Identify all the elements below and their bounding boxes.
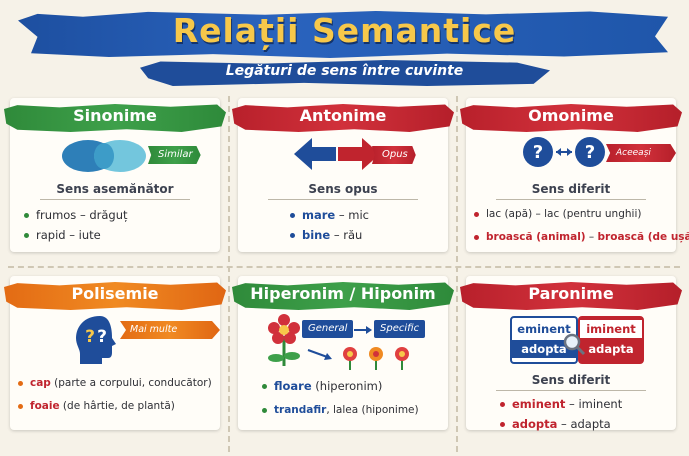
list-item: frumos – drăguț	[24, 208, 220, 222]
card-title: Sinonime	[73, 106, 157, 125]
meaning-label: Sens opus	[308, 182, 378, 196]
same-form-tag: Aceeași formă	[606, 144, 676, 162]
general-tag: General	[302, 320, 354, 338]
card-antonime: Antonime Opus Sens opus mare – mic bine …	[232, 98, 454, 252]
row-divider	[8, 266, 680, 268]
list-item: floare (hiperonim)	[262, 379, 458, 393]
card-title: Polisemie	[71, 284, 159, 303]
card-title: Antonime	[299, 106, 387, 125]
title-banner: Relații Semantice Legături de sens între…	[0, 0, 689, 92]
svg-text:?: ?	[97, 327, 107, 347]
meaning-label: Sens diferit	[531, 373, 611, 387]
separator-line	[496, 390, 646, 391]
paronym-box-right: iminent adapta	[578, 316, 644, 364]
bullet-icon	[290, 233, 295, 238]
bullet-icon	[500, 402, 505, 407]
list-item: rapid – iute	[24, 228, 220, 242]
list-item: foaie (de hârtie, de plantă)	[18, 400, 214, 412]
list-item: adopta – adapta	[500, 417, 689, 431]
list-item: trandafir, lalea (hiponime)	[262, 404, 458, 416]
svg-text:?: ?	[533, 142, 543, 163]
card-header-brush	[232, 104, 454, 132]
list-item: broască (animal) – broască (de ușă)	[474, 231, 689, 243]
list-item: bine – rău	[290, 228, 486, 242]
flowers-icon	[268, 314, 409, 370]
bullet-icon	[262, 384, 267, 389]
card-paronime: Paronime eminent adopta iminent adapta S…	[460, 276, 682, 431]
question-marks-icon: ? ?	[523, 137, 605, 167]
separator-line	[268, 199, 418, 200]
svg-text:?: ?	[85, 327, 95, 347]
meaning-label: Sens diferit	[531, 182, 611, 196]
bullet-icon	[290, 213, 295, 218]
card-hiperonim-hiponim: Hiperonim / Hiponim General	[232, 276, 454, 430]
card-polisemie: Polisemie ? ? Mai multe sensuri cap (par…	[4, 276, 226, 430]
list-item: eminent – iminent	[500, 397, 689, 411]
bullet-icon	[474, 234, 479, 240]
magnifier-icon	[563, 333, 586, 356]
svg-text:?: ?	[585, 142, 595, 163]
title-brush-stroke	[18, 10, 668, 58]
card-sinonime: Sinonime Similar Sens asemănător frumos …	[4, 98, 226, 252]
card-title: Paronime	[528, 284, 614, 303]
card-header-brush	[4, 282, 226, 310]
card-title: Hiperonim / Hiponim	[250, 284, 436, 303]
separator-line	[40, 199, 190, 200]
card-title: Omonime	[528, 106, 614, 125]
similar-tag: Similar	[148, 146, 201, 164]
bullet-icon	[24, 213, 29, 218]
card-header-brush	[460, 282, 682, 310]
card-omonime: Omonime ? ? Aceeași formă Sens diferit l…	[460, 98, 689, 252]
overlapping-circles-icon	[62, 140, 146, 172]
list-item: mare – mic	[290, 208, 486, 222]
bullet-icon	[18, 403, 23, 409]
opposite-tag: Opus	[372, 146, 416, 164]
card-header-brush	[4, 104, 226, 132]
list-item: lac (apă) – lac (pentru unghii)	[474, 208, 670, 220]
column-divider-left	[228, 96, 230, 452]
multiple-meanings-tag: Mai multe sensuri	[120, 321, 220, 339]
page-subtitle: Legături de sens între cuvinte	[225, 63, 464, 79]
card-header-brush	[232, 282, 454, 310]
list-item: cap (parte a corpului, conducător)	[18, 377, 214, 389]
column-divider-right	[456, 96, 458, 452]
bullet-icon	[262, 407, 267, 413]
bullet-icon	[474, 211, 479, 217]
separator-line	[496, 199, 646, 200]
head-question-icon: ? ?	[76, 316, 116, 364]
subtitle-brush-stroke	[140, 60, 550, 86]
bullet-icon	[24, 233, 29, 238]
arrow-right-icon	[354, 326, 372, 334]
page-title: Relații Semantice	[172, 11, 517, 50]
bullet-icon	[18, 380, 23, 386]
bullet-icon	[500, 422, 505, 427]
opposite-arrows-icon	[294, 138, 380, 170]
card-header-brush	[460, 104, 682, 132]
specific-tag: Specific	[374, 320, 426, 338]
meaning-label: Sens asemănător	[56, 182, 174, 196]
